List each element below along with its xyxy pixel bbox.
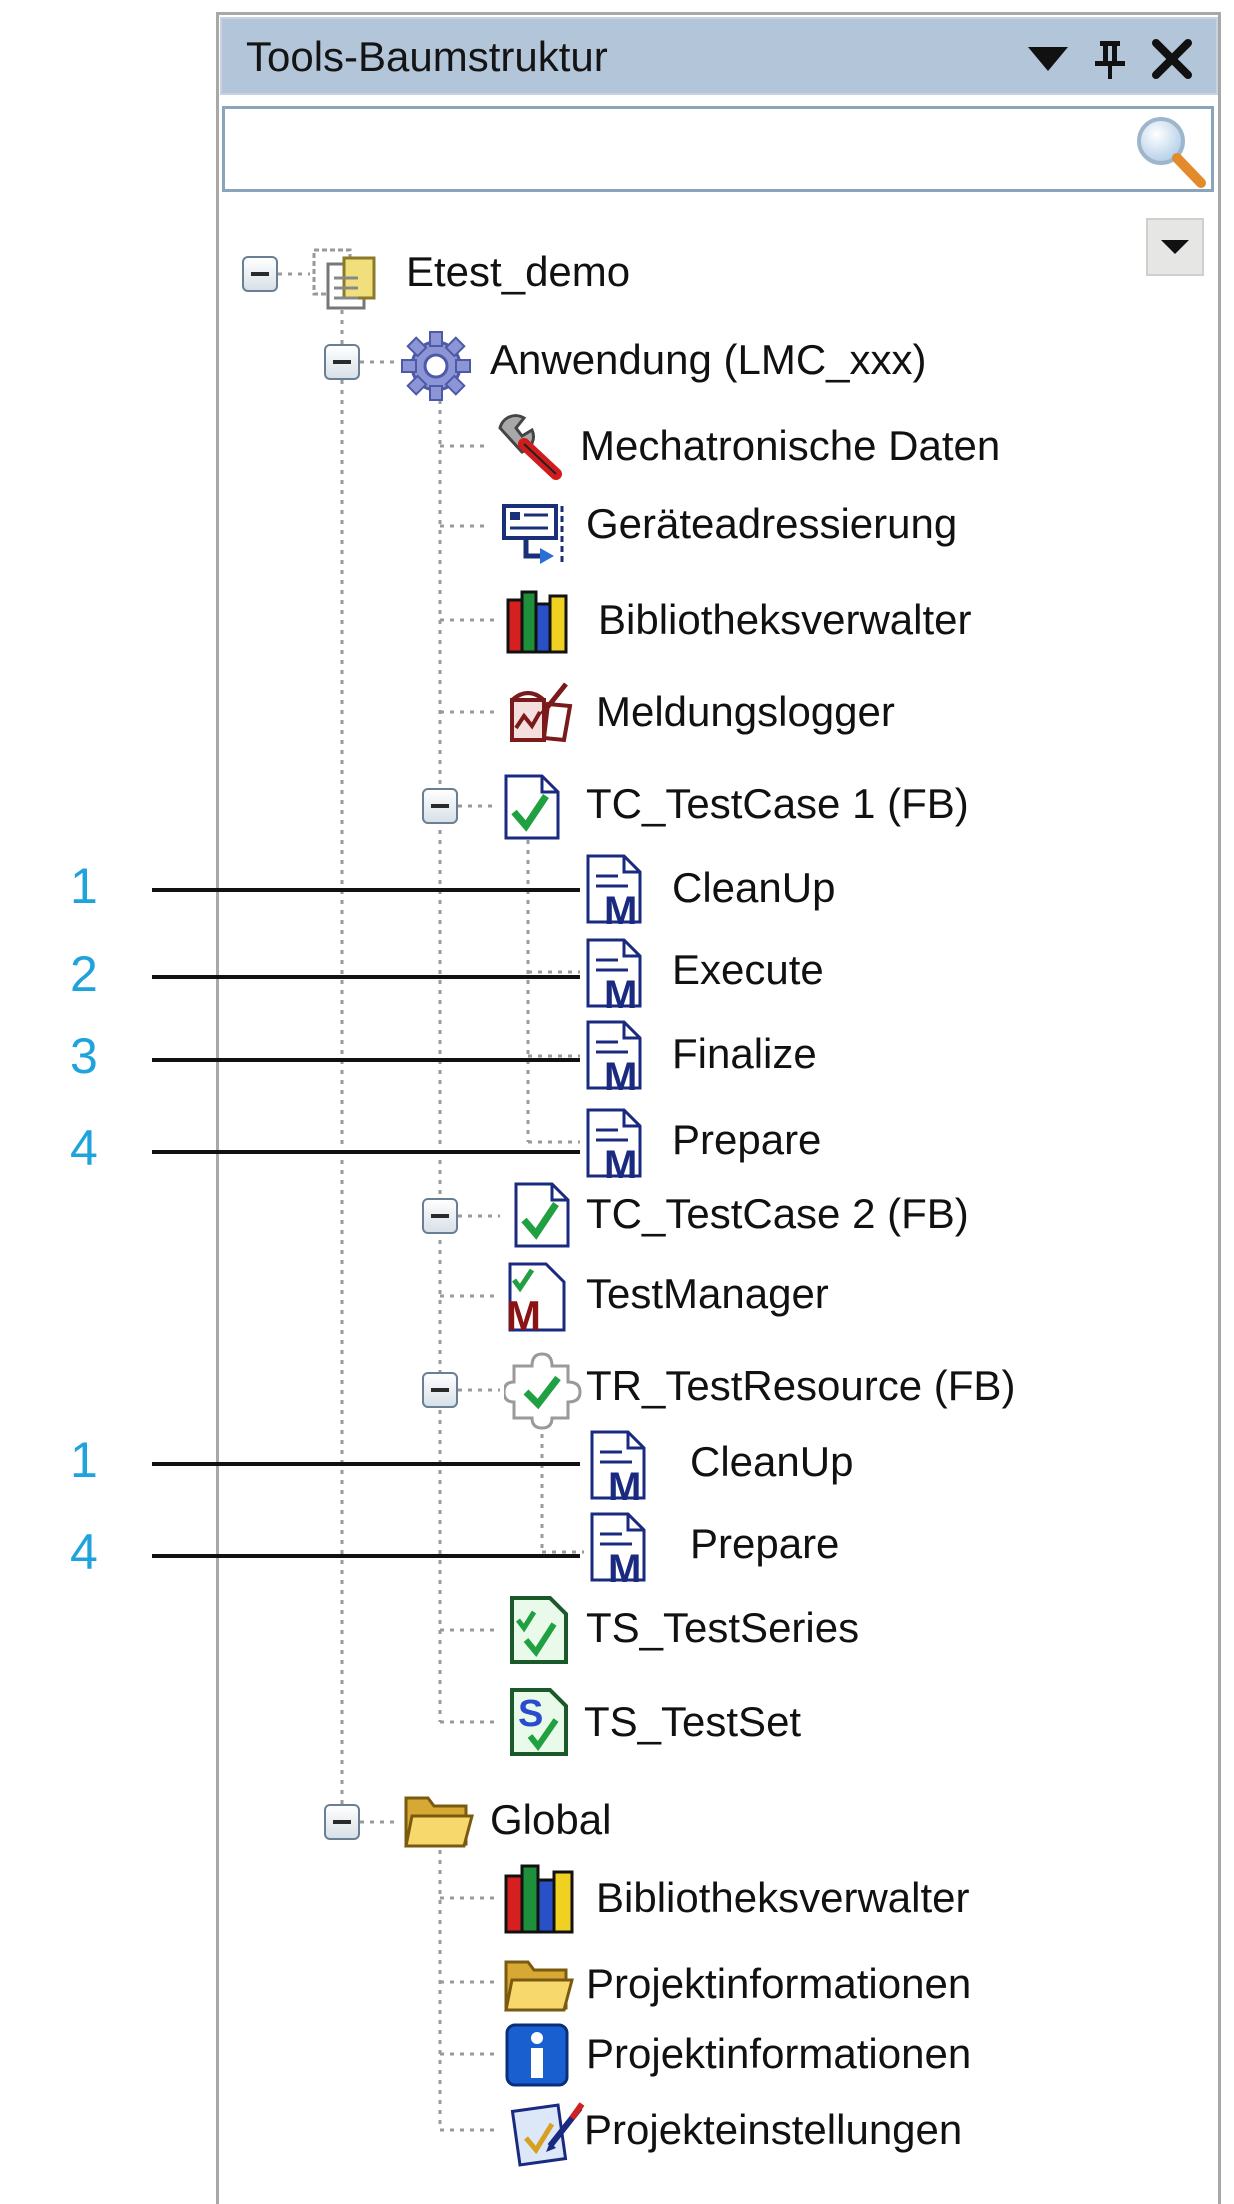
collapse-toggle-testcase1[interactable] — [422, 788, 458, 824]
callout-line — [152, 1058, 580, 1062]
collapse-toggle-root[interactable] — [242, 256, 278, 292]
callout-number: 1 — [70, 858, 98, 914]
tree-node-tr-prepare[interactable]: Prepare — [690, 1520, 840, 1567]
folder-icon — [502, 1950, 576, 2021]
panel-menu-dropdown-icon[interactable] — [1026, 37, 1070, 81]
collapse-toggle-application[interactable] — [324, 344, 360, 380]
device-addressing-icon — [498, 498, 568, 573]
close-icon[interactable] — [1150, 37, 1194, 81]
svg-text:M: M — [604, 1055, 637, 1092]
testset-icon: S — [506, 1686, 572, 1763]
tree-node-tc1-execute[interactable]: Execute — [672, 946, 824, 993]
tree-node-application[interactable]: Anwendung (LMC_xxx) — [490, 336, 927, 383]
svg-text:M: M — [608, 1465, 641, 1502]
callout-line — [152, 1554, 580, 1558]
svg-text:S: S — [518, 1693, 543, 1735]
tree-node-library-manager[interactable]: Bibliotheksverwalter — [598, 596, 972, 643]
panel-title: Tools-Baumstruktur — [246, 33, 608, 80]
project-documents-icon — [310, 246, 382, 327]
tools-tree-panel — [216, 12, 1221, 2204]
panel-titlebar: Tools-Baumstruktur — [220, 17, 1218, 95]
collapse-toggle-testcase2[interactable] — [422, 1198, 458, 1234]
folder-icon — [402, 1786, 476, 1857]
testseries-icon — [506, 1594, 572, 1671]
method-icon: M — [584, 852, 660, 933]
tree-node-tc1-finalize[interactable]: Finalize — [672, 1030, 817, 1077]
method-icon: M — [584, 936, 660, 1017]
tree-node-testresource[interactable]: TR_TestResource (FB) — [586, 1362, 1016, 1409]
tree-node-global-library-manager[interactable]: Bibliotheksverwalter — [596, 1874, 970, 1921]
library-books-icon — [502, 1860, 576, 1941]
search-input[interactable] — [235, 119, 1099, 181]
tree-node-project-info[interactable]: Projektinformationen — [586, 2030, 972, 2077]
method-icon: M — [588, 1510, 664, 1591]
testresource-puzzle-icon — [502, 1348, 584, 1435]
callout-number: 1 — [70, 1432, 98, 1488]
callout-number: 4 — [70, 1524, 98, 1580]
search-box — [222, 106, 1214, 192]
testmanager-icon: M — [504, 1260, 574, 1339]
method-icon: M — [584, 1018, 660, 1099]
tree-node-project-info-folder[interactable]: Projektinformationen — [586, 1960, 972, 2007]
info-icon — [504, 2022, 570, 2093]
callout-line — [152, 1462, 580, 1466]
project-settings-icon — [510, 2094, 586, 2173]
svg-text:M: M — [506, 1292, 541, 1334]
svg-text:M: M — [604, 889, 637, 926]
tree-node-message-logger[interactable]: Meldungslogger — [596, 688, 895, 735]
pin-icon[interactable] — [1088, 37, 1132, 81]
tree-options-dropdown-button[interactable] — [1146, 218, 1204, 276]
tree-node-tr-cleanup[interactable]: CleanUp — [690, 1438, 854, 1485]
callout-line — [152, 1150, 580, 1154]
callout-number: 2 — [70, 946, 98, 1002]
tree-node-testseries[interactable]: TS_TestSeries — [586, 1604, 860, 1651]
application-gear-icon — [400, 330, 472, 407]
tree-node-global[interactable]: Global — [490, 1796, 612, 1843]
tree-node-tc1-cleanup[interactable]: CleanUp — [672, 864, 836, 911]
library-books-icon — [504, 586, 570, 661]
wrench-icon — [494, 412, 564, 487]
collapse-toggle-testresource[interactable] — [422, 1372, 458, 1408]
tree-node-testcase1[interactable]: TC_TestCase 1 (FB) — [586, 780, 969, 827]
tree-node-mechatronic-data[interactable]: Mechatronische Daten — [580, 422, 1001, 469]
tree-node-testcase2[interactable]: TC_TestCase 2 (FB) — [586, 1190, 969, 1237]
callout-line — [152, 888, 580, 892]
tree-node-tc1-prepare[interactable]: Prepare — [672, 1116, 822, 1163]
method-icon: M — [588, 1428, 664, 1509]
svg-text:M: M — [608, 1547, 641, 1584]
search-icon[interactable] — [1131, 113, 1207, 189]
tree-node-testmanager[interactable]: TestManager — [586, 1270, 829, 1317]
message-logger-icon — [504, 676, 574, 751]
tree-node-root[interactable]: Etest_demo — [406, 248, 631, 295]
tree-node-project-settings[interactable]: Projekteinstellungen — [584, 2106, 963, 2153]
testcase-check-icon — [500, 772, 564, 847]
collapse-toggle-global[interactable] — [324, 1804, 360, 1840]
tree-node-device-addressing[interactable]: Geräteadressierung — [586, 500, 958, 547]
callout-line — [152, 975, 580, 979]
callout-number: 4 — [70, 1120, 98, 1176]
svg-text:M: M — [604, 1143, 637, 1180]
callout-number: 3 — [70, 1028, 98, 1084]
testcase-check-icon — [510, 1180, 574, 1255]
method-icon: M — [584, 1106, 660, 1187]
svg-text:M: M — [604, 973, 637, 1010]
tree-node-testset[interactable]: TS_TestSet — [584, 1698, 802, 1745]
